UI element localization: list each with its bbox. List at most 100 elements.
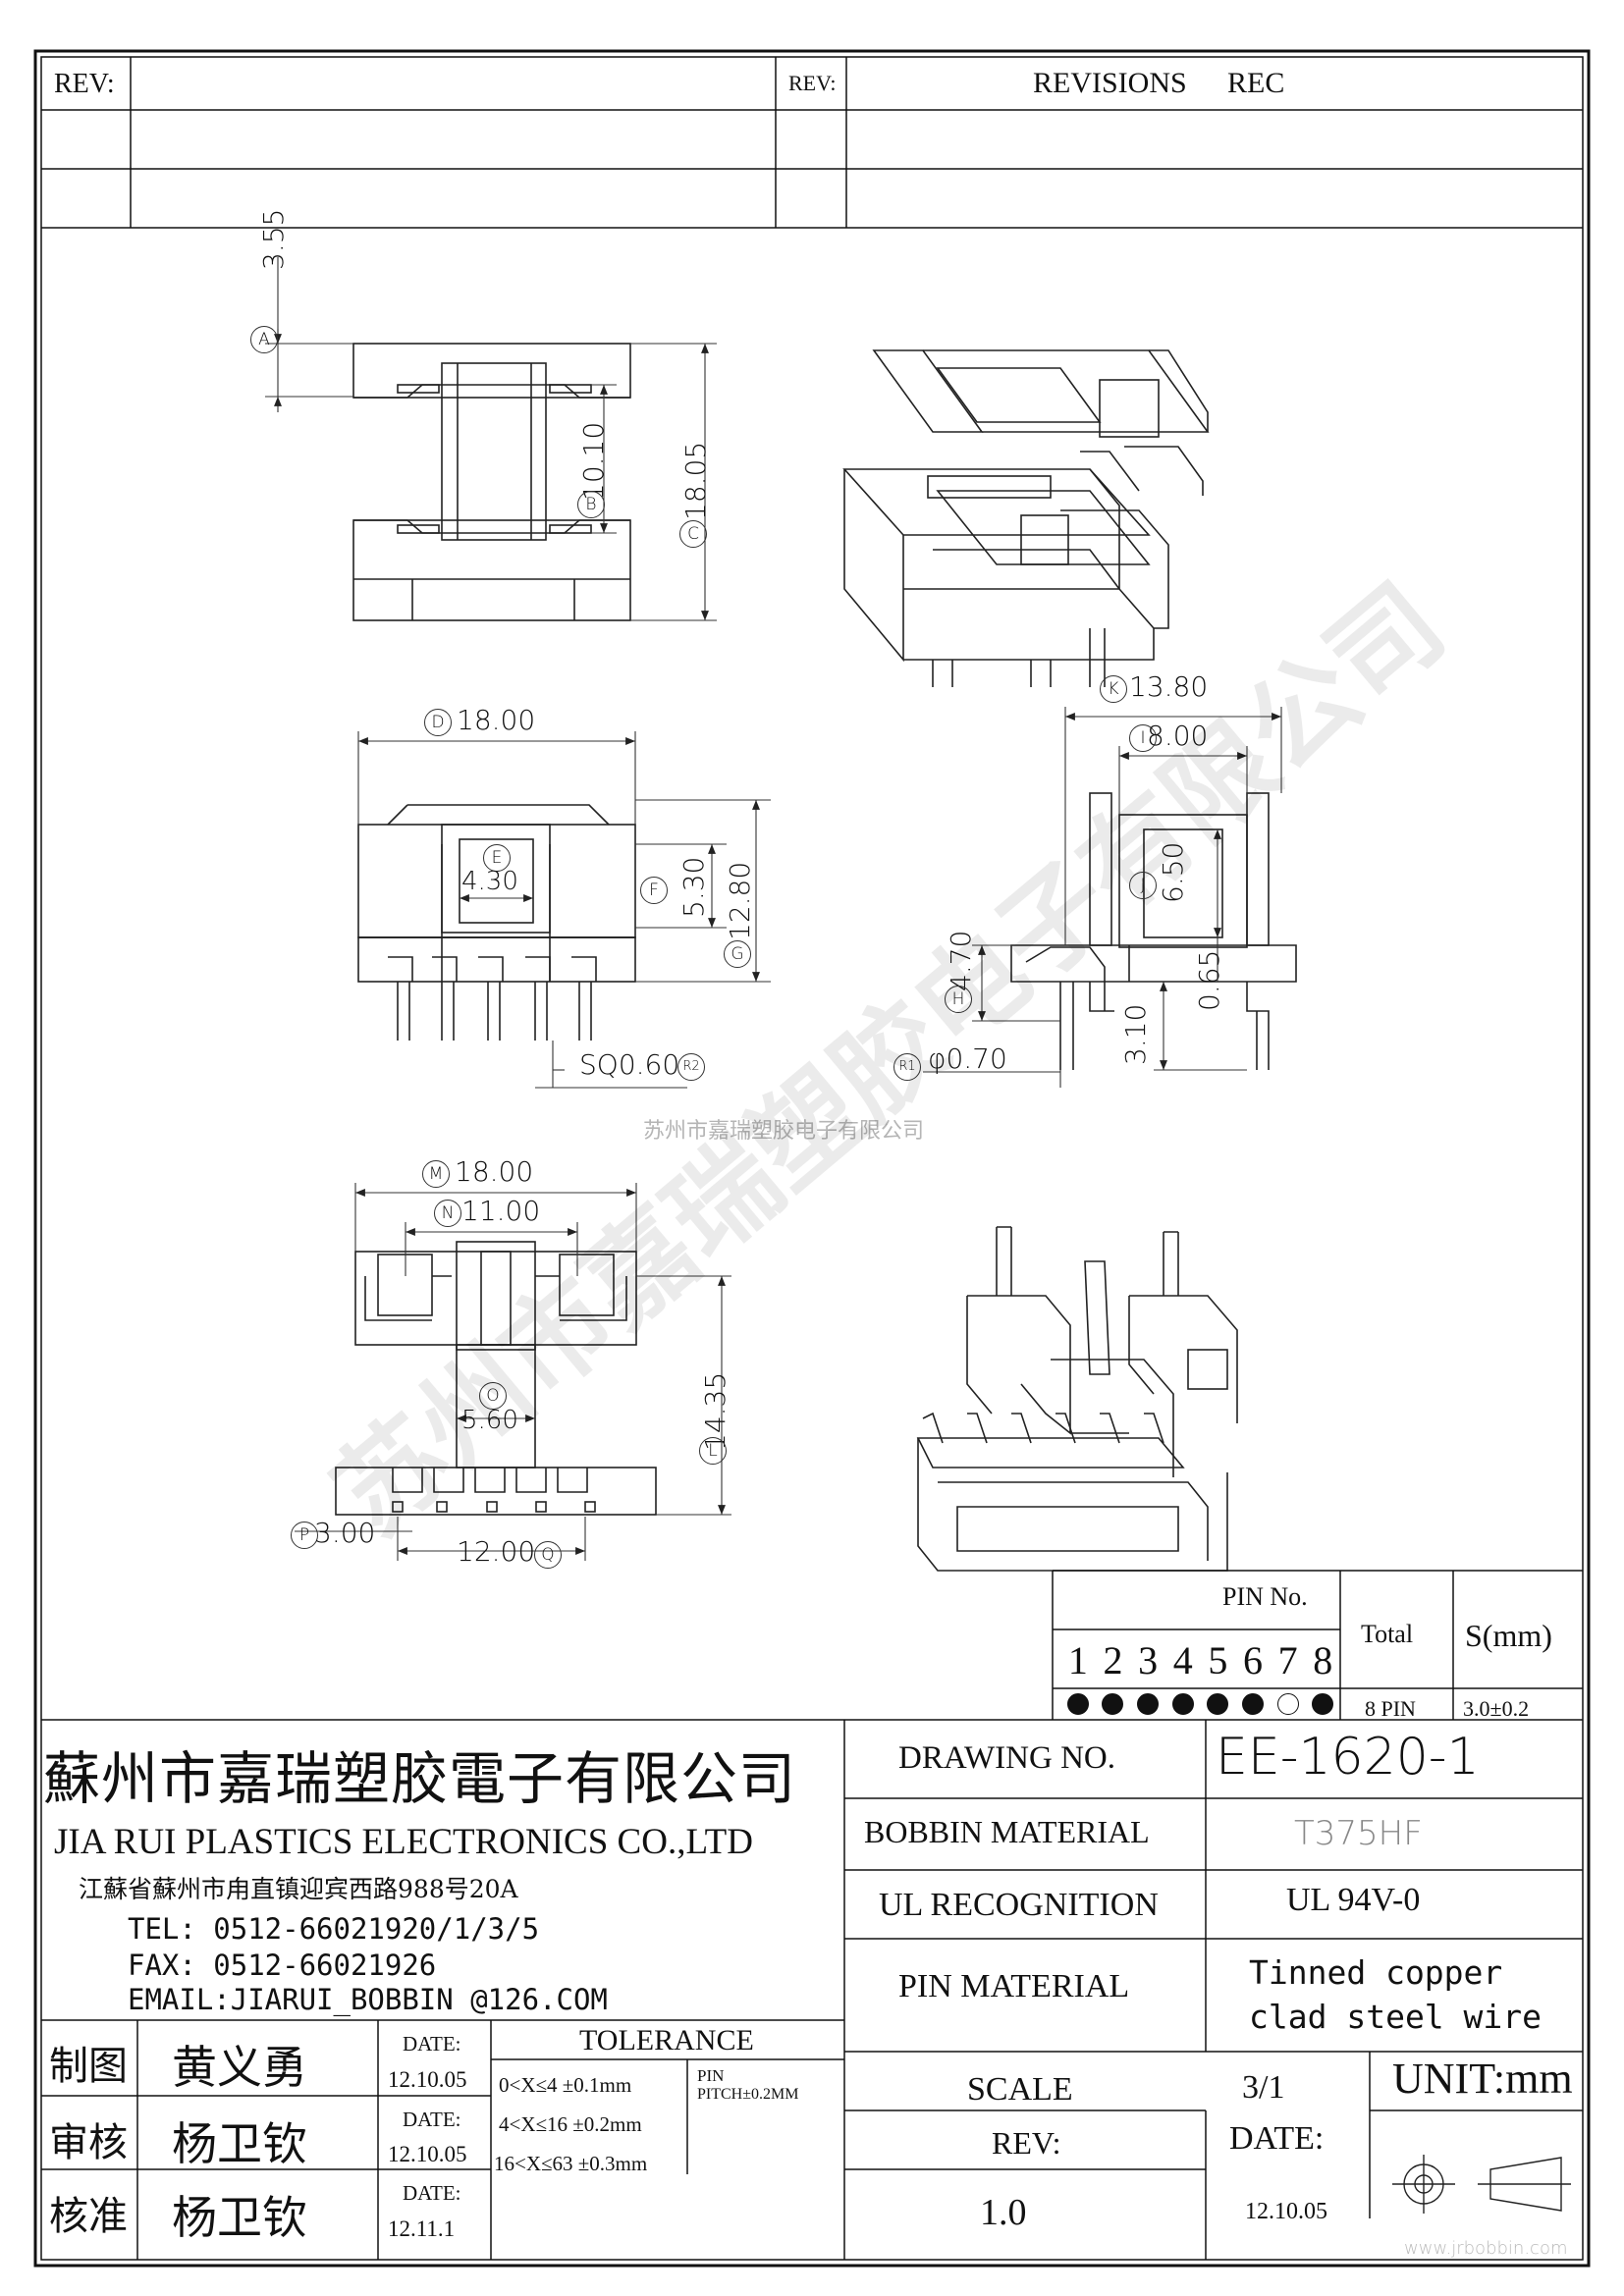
dim-r2-marker: R2 — [677, 1053, 705, 1081]
pin-material-label: PIN MATERIAL — [898, 1968, 1130, 2004]
rev-value: 1.0 — [980, 2192, 1027, 2233]
dim-b-marker: B — [577, 491, 605, 518]
pin-number: 7 — [1277, 1638, 1298, 1682]
approval-date-label-approve: DATE: — [403, 2181, 461, 2205]
company-fax: FAX: 0512-66021926 — [128, 1949, 437, 1982]
rev-label: REV: — [54, 69, 115, 99]
dim-h2-value: 3.10 — [1119, 1003, 1152, 1065]
scale-value: 3/1 — [1242, 2069, 1285, 2106]
rev-label-footer: REV: — [992, 2125, 1061, 2161]
pin-material-line1: Tinned copper — [1249, 1953, 1503, 1992]
side-view — [357, 804, 636, 1041]
pin-dot-row — [1060, 1692, 1340, 1716]
dim-p-value: 3.00 — [314, 1517, 376, 1549]
bottom-view — [335, 1241, 657, 1516]
end-view-dims — [923, 707, 1282, 1088]
approval-name-review: 杨卫钦 — [172, 2117, 307, 2170]
side-view-dims — [357, 731, 771, 1089]
front-view-dims — [265, 257, 717, 621]
rev-label-2: REV: — [788, 71, 837, 95]
rec-label: REC — [1227, 67, 1285, 99]
approval-name-draw: 黄义勇 — [172, 2041, 307, 2094]
approval-role-review: 审核 — [49, 2120, 128, 2165]
pin-total-label: Total — [1361, 1620, 1414, 1648]
dim-c-value: 18.05 — [679, 441, 712, 520]
pin-number: 1 — [1067, 1638, 1088, 1682]
pin-filled-dot-icon — [1171, 1693, 1194, 1715]
dim-r2-value: SQ0.60 — [579, 1048, 680, 1081]
pin-filled-dot-icon — [1312, 1693, 1334, 1715]
approval-date-review: 12.10.05 — [388, 2142, 467, 2166]
dim-r1-value: φ0.70 — [928, 1042, 1007, 1075]
front-view — [352, 343, 631, 621]
scale-label: SCALE — [967, 2071, 1073, 2108]
tolerance-row-3: 16<X≤63 ±0.3mm — [494, 2152, 648, 2175]
isometric-view-1 — [842, 349, 1210, 687]
date-value-footer: 12.10.05 — [1245, 2199, 1327, 2224]
dim-m-value: 18.00 — [455, 1155, 534, 1188]
projection-symbol-icon — [1392, 2155, 1571, 2214]
dim-c-marker: C — [679, 520, 707, 548]
dim-n-value: 11.00 — [461, 1195, 541, 1227]
company-caption-watermark: 苏州市嘉瑞塑胶电子有限公司 — [643, 1119, 925, 1144]
bobbin-material-label: BOBBIN MATERIAL — [864, 1814, 1150, 1849]
isometric-view-2 — [916, 1226, 1238, 1572]
date-label-footer: DATE: — [1229, 2120, 1325, 2157]
revisions-label: REVISIONS — [1033, 67, 1187, 99]
pin-total-value: 8 PIN — [1365, 1696, 1416, 1721]
dim-n-marker: N — [434, 1200, 461, 1227]
approval-date-draw: 12.10.05 — [388, 2067, 467, 2092]
title-block-grid — [41, 1719, 1583, 2260]
dim-p-marker: P — [291, 1522, 318, 1549]
revision-grid — [41, 57, 1583, 229]
dim-d-marker: D — [424, 709, 452, 736]
tolerance-title: TOLERANCE — [579, 2024, 754, 2056]
pin-filled-dot-icon — [1137, 1693, 1160, 1715]
company-email: EMAIL:JIARUI_BOBBIN @126.COM — [128, 1983, 608, 2016]
approval-date-label-review: DATE: — [403, 2108, 461, 2131]
dim-m-marker: M — [422, 1160, 450, 1188]
pin-table-grid — [1052, 1570, 1583, 1720]
drawing-no-label: DRAWING NO. — [898, 1740, 1115, 1776]
tolerance-pin-label: PIN — [697, 2066, 725, 2085]
dim-e-value: 4.30 — [461, 867, 518, 896]
dim-b-value: 10.10 — [577, 421, 610, 501]
dim-q-value: 12.00 — [457, 1535, 536, 1568]
dim-i-marker: I — [1129, 724, 1157, 752]
dim-d-value: 18.00 — [457, 704, 536, 736]
dim-a-marker: A — [250, 326, 278, 353]
company-name-cn: 蘇州市嘉瑞塑胶電子有限公司 — [43, 1745, 797, 1812]
approval-name-approve: 杨卫钦 — [172, 2191, 307, 2244]
pin-table-header: PIN No. — [1222, 1582, 1308, 1611]
pin-number: 5 — [1208, 1638, 1228, 1682]
dim-o-value: 5.60 — [461, 1406, 518, 1435]
tolerance-row-2: 4<X≤16 ±0.2mm — [499, 2112, 642, 2136]
unit-label: UNIT:mm — [1392, 2055, 1573, 2103]
approval-role-draw: 制图 — [49, 2044, 128, 2089]
dim-i-value: 8.00 — [1147, 720, 1209, 752]
drawing-no-value: EE-1620-1 — [1216, 1728, 1480, 1787]
pin-number: 6 — [1242, 1638, 1263, 1682]
outer-border — [33, 49, 1591, 2268]
approval-date-approve: 12.11.1 — [388, 2216, 456, 2241]
bobbin-material-value: T375HF — [1294, 1814, 1423, 1853]
pin-s-label: S(mm) — [1465, 1618, 1552, 1653]
pin-filled-dot-icon — [1102, 1693, 1124, 1715]
approval-date-label-draw: DATE: — [403, 2032, 461, 2056]
end-view — [1010, 792, 1297, 1070]
ul-recognition-label: UL RECOGNITION — [879, 1887, 1159, 1923]
dim-j-marker: J — [1129, 872, 1157, 899]
approval-role-approve: 核准 — [49, 2194, 128, 2239]
pin-number: 8 — [1313, 1638, 1333, 1682]
pin-filled-dot-icon — [1066, 1693, 1089, 1715]
dim-j2-value: 0.65 — [1193, 949, 1225, 1011]
pin-material-line2: clad steel wire — [1249, 1998, 1543, 2036]
dim-a-value: 3.55 — [257, 208, 290, 270]
inner-border — [40, 56, 1584, 2261]
dim-l-marker: L — [699, 1437, 727, 1465]
dim-o-marker: O — [479, 1382, 507, 1410]
ul-recognition-value: UL 94V-0 — [1286, 1882, 1421, 1918]
